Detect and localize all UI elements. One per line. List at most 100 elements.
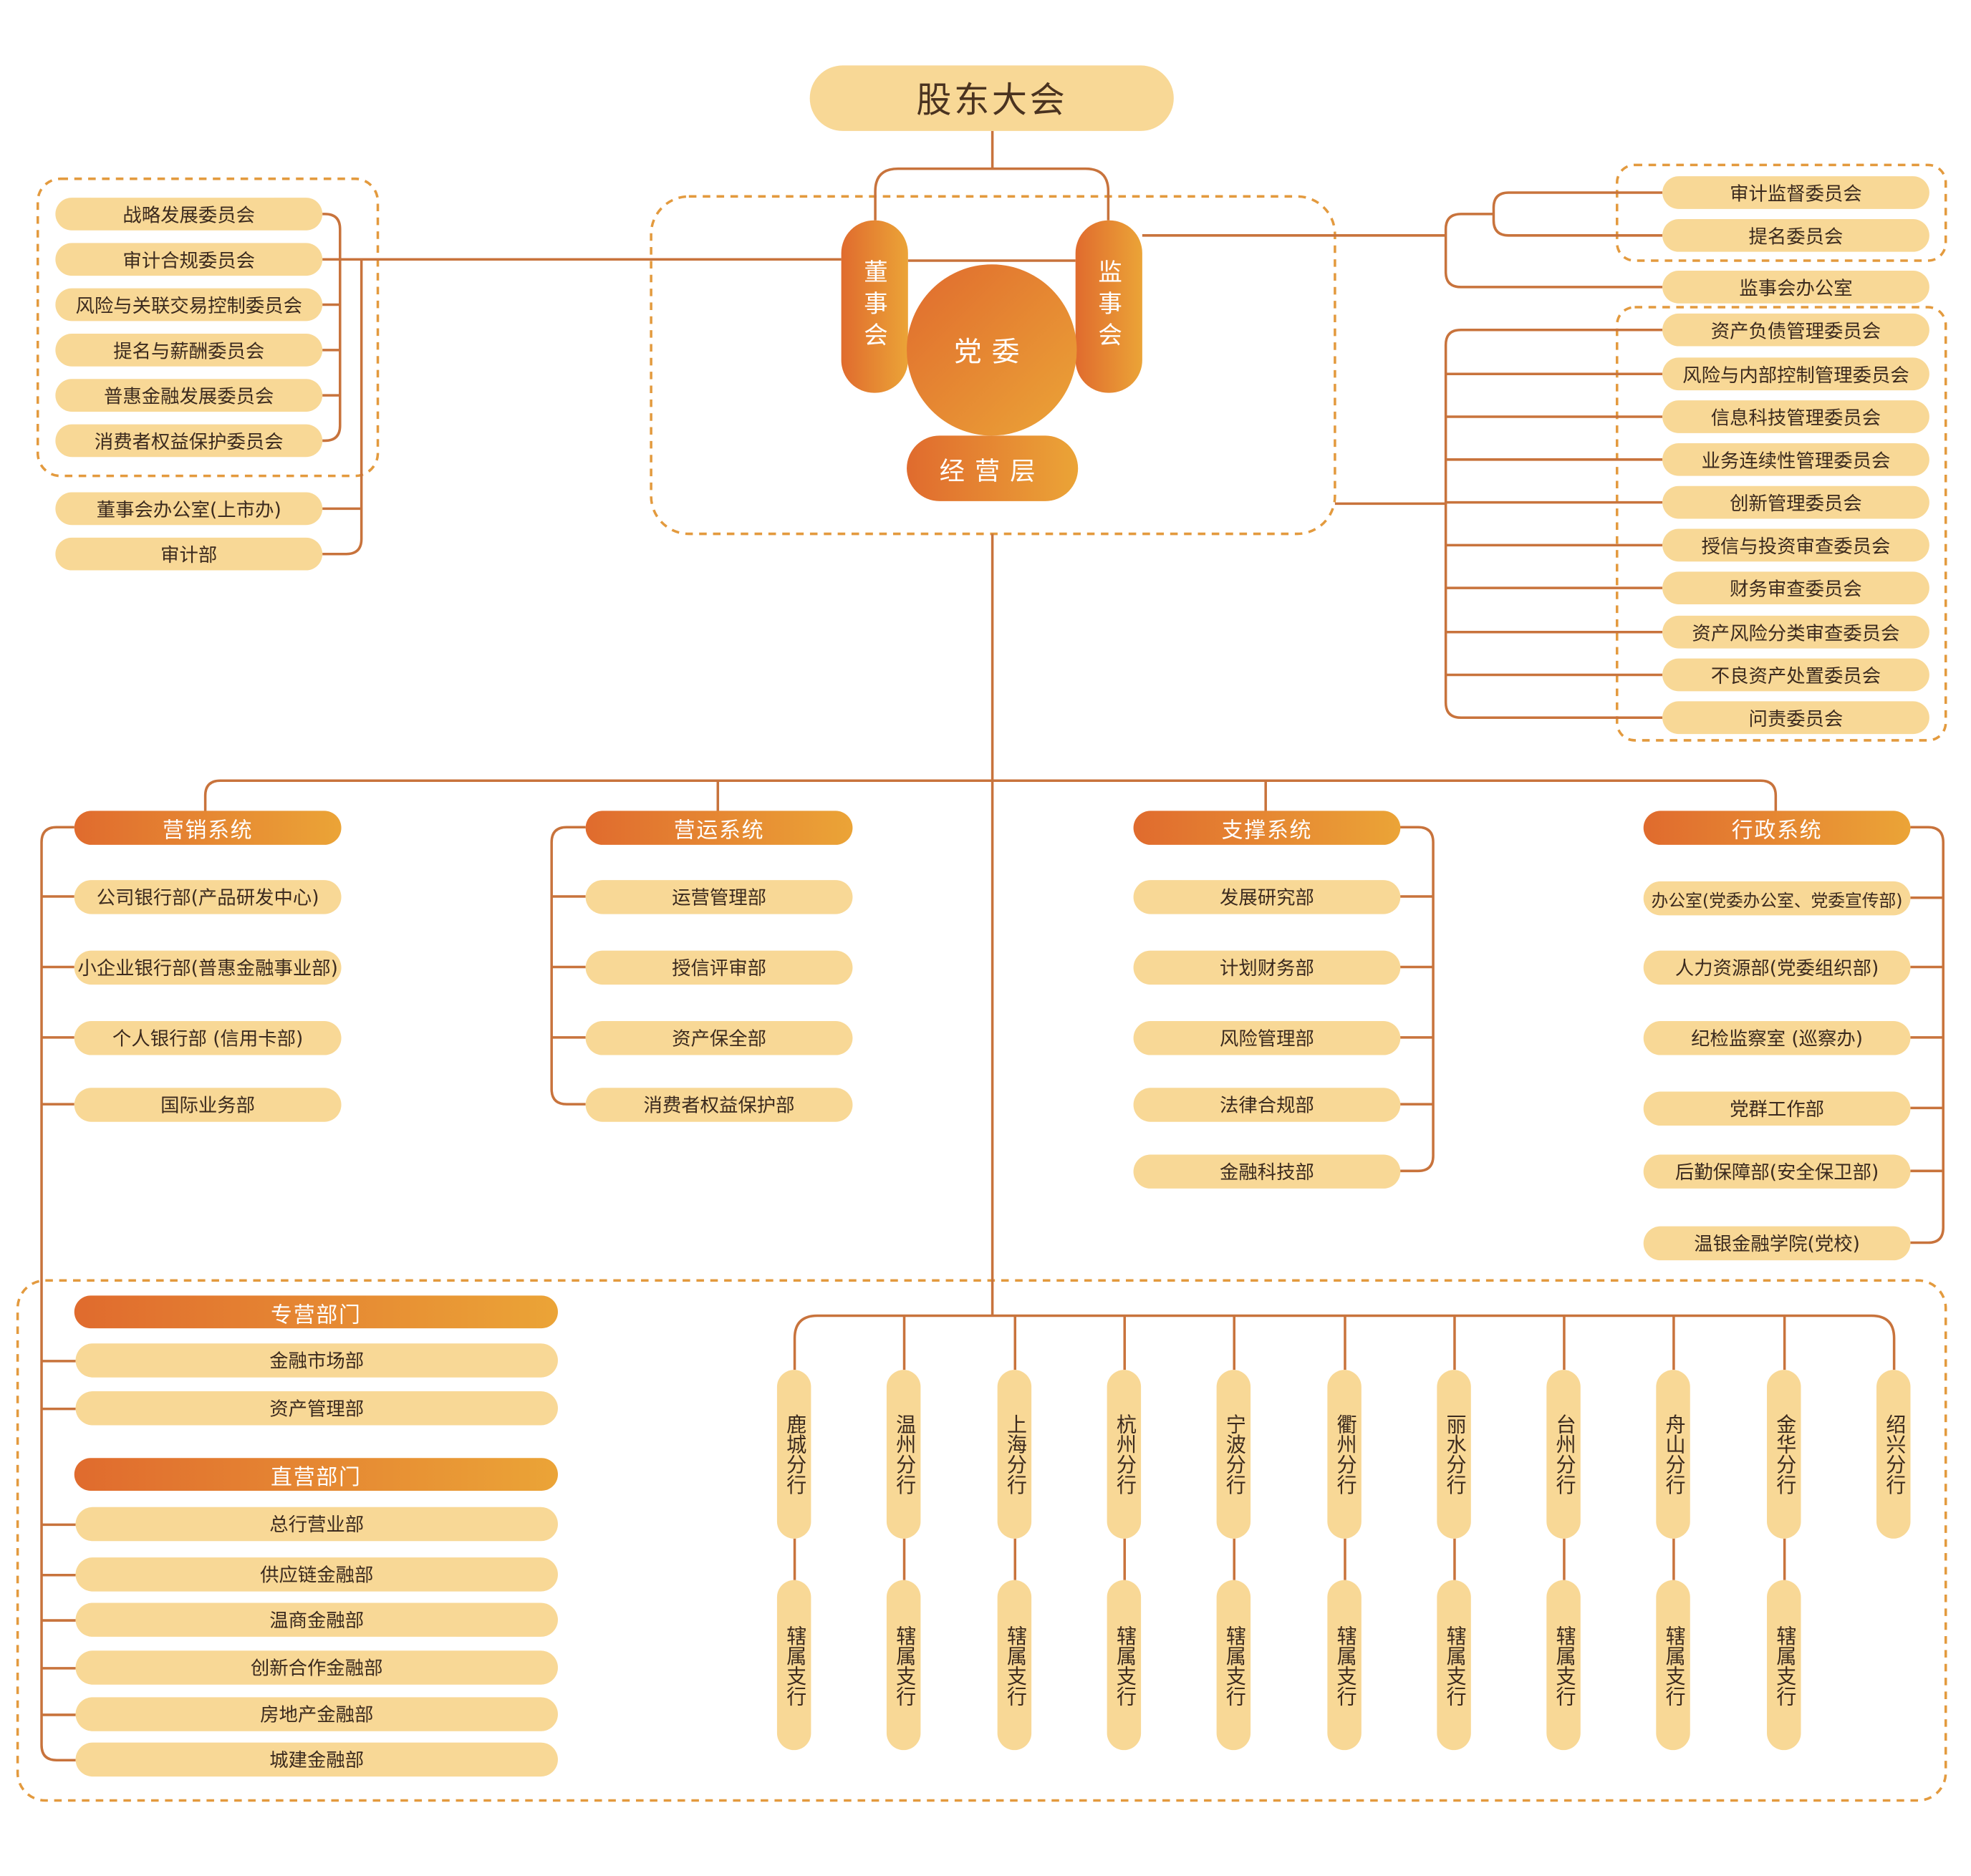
management-committee: 不良资产处置委员会 — [1662, 658, 1929, 692]
department-item: 授信评审部 — [585, 950, 853, 985]
connector-admin — [1910, 826, 1945, 1244]
direct-department: 创新合作金融部 — [75, 1650, 558, 1685]
sub-branch-label: 辖属支行 — [892, 1625, 917, 1706]
management-committee: 资产风险分类审查委员会 — [1662, 615, 1929, 649]
connector-system-bar — [203, 779, 1778, 813]
sub-branch: 辖属支行 — [776, 1580, 811, 1751]
branch-label: 杭州分行 — [1112, 1413, 1137, 1495]
sub-branch: 辖属支行 — [1767, 1580, 1801, 1751]
management-committee: 授信与投资审查委员会 — [1662, 528, 1929, 562]
direct-header: 直营部门 — [74, 1458, 558, 1491]
branch-label: 丽水分行 — [1442, 1413, 1467, 1495]
branch: 绍兴分行 — [1876, 1370, 1911, 1539]
branch: 金华分行 — [1767, 1370, 1801, 1539]
department-item: 后勤保障部(安全保卫部) — [1643, 1154, 1911, 1189]
department-item: 风险管理部 — [1133, 1021, 1401, 1055]
direct-department: 总行营业部 — [75, 1507, 558, 1542]
management-committee: 问责委员会 — [1662, 701, 1929, 735]
sub-branch-label: 辖属支行 — [1442, 1625, 1467, 1706]
department-item: 人力资源部(党委组织部) — [1643, 950, 1911, 985]
sub-branch: 辖属支行 — [886, 1580, 921, 1751]
sub-branch-label: 辖属支行 — [1003, 1625, 1027, 1706]
department-item: 温银金融学院(党校) — [1643, 1226, 1911, 1261]
branch: 丽水分行 — [1437, 1370, 1471, 1539]
connector-board-offices — [322, 258, 363, 556]
board-committee: 消费者权益保护委员会 — [55, 424, 323, 458]
direct-department: 温商金融部 — [75, 1602, 558, 1637]
department-item: 国际业务部 — [74, 1088, 342, 1122]
connector-arch — [874, 167, 1110, 221]
board-committee: 风险与关联交易控制委员会 — [55, 288, 323, 321]
party-committee: 党委 — [907, 264, 1077, 436]
connector-board-committees — [322, 213, 342, 443]
supervisors-label: 监事会 — [1094, 259, 1122, 354]
branch-label: 金华分行 — [1772, 1413, 1797, 1495]
sub-branch: 辖属支行 — [1546, 1580, 1581, 1751]
board-label: 董事会 — [859, 259, 888, 354]
board-committee: 提名与薪酬委员会 — [55, 333, 323, 367]
department-item: 发展研究部 — [1133, 880, 1401, 914]
board-committee: 战略发展委员会 — [55, 198, 323, 231]
direct-department: 供应链金融部 — [75, 1557, 558, 1592]
board-committee: 审计合规委员会 — [55, 243, 323, 276]
sub-branch-label: 辖属支行 — [1772, 1625, 1797, 1706]
supervisor-committee: 提名委员会 — [1662, 218, 1929, 252]
sub-branch: 辖属支行 — [1107, 1580, 1142, 1751]
shareholders-meeting: 股东大会 — [809, 65, 1174, 131]
sub-branch-label: 辖属支行 — [1552, 1625, 1576, 1706]
system-header-marketing: 营销系统 — [74, 811, 342, 845]
branch-label: 衢州分行 — [1333, 1413, 1357, 1495]
sub-branch: 辖属支行 — [1327, 1580, 1362, 1751]
sub-branch: 辖属支行 — [1656, 1580, 1690, 1751]
supervisor-committees-box — [1616, 163, 1947, 262]
management-layer: 经营层 — [907, 435, 1079, 501]
department-item: 个人银行部 (信用卡部) — [74, 1021, 342, 1055]
branch: 台州分行 — [1546, 1370, 1581, 1539]
sub-branch-label: 辖属支行 — [1333, 1625, 1357, 1706]
supervisor-committee: 审计监督委员会 — [1662, 176, 1929, 209]
sub-branch: 辖属支行 — [997, 1580, 1032, 1751]
department-item: 办公室(党委办公室、党委宣传部) — [1643, 881, 1911, 916]
sub-branch-label: 辖属支行 — [1222, 1625, 1246, 1706]
audit-department: 审计部 — [55, 537, 323, 571]
branch: 舟山分行 — [1656, 1370, 1690, 1539]
board-committees-box — [36, 177, 380, 478]
connector-sub-branches — [793, 1538, 1786, 1580]
branch: 衢州分行 — [1327, 1370, 1362, 1539]
board-of-supervisors: 监事会 — [1075, 220, 1142, 393]
sub-branch: 辖属支行 — [1216, 1580, 1251, 1751]
direct-department: 城建金融部 — [75, 1742, 558, 1777]
branch: 上海分行 — [997, 1370, 1032, 1539]
department-item: 法律合规部 — [1133, 1088, 1401, 1122]
branch: 温州分行 — [886, 1370, 921, 1539]
system-header-support: 支撑系统 — [1133, 811, 1401, 845]
connector-supervisor — [1142, 191, 1663, 289]
connector-support — [1399, 826, 1435, 1173]
department-item: 资产保全部 — [585, 1021, 853, 1055]
specialized-header: 专营部门 — [74, 1295, 558, 1329]
department-item: 金融科技部 — [1133, 1154, 1401, 1189]
connector-branch-bar — [793, 1314, 1896, 1370]
branch: 宁波分行 — [1216, 1370, 1251, 1539]
department-item: 计划财务部 — [1133, 950, 1401, 985]
branch-label: 鹿城分行 — [782, 1413, 807, 1495]
board-office: 董事会办公室(上市办) — [55, 492, 323, 526]
management-committee: 业务连续性管理委员会 — [1662, 443, 1929, 476]
branch-label: 舟山分行 — [1662, 1413, 1686, 1495]
sub-branch-label: 辖属支行 — [782, 1625, 807, 1706]
system-header-operations: 营运系统 — [585, 811, 853, 845]
sub-branch-label: 辖属支行 — [1662, 1625, 1686, 1706]
management-committee: 资产负债管理委员会 — [1662, 313, 1929, 347]
board-committee: 普惠金融发展委员会 — [55, 379, 323, 412]
branch: 杭州分行 — [1107, 1370, 1142, 1539]
branch-label: 台州分行 — [1552, 1413, 1576, 1495]
management-committee: 风险与内部控制管理委员会 — [1662, 357, 1929, 391]
management-committee: 创新管理委员会 — [1662, 485, 1929, 519]
branch-label: 温州分行 — [892, 1413, 917, 1495]
specialized-department: 金融市场部 — [75, 1343, 558, 1378]
department-item: 运营管理部 — [585, 880, 853, 914]
departments-branches-box — [16, 1279, 1947, 1802]
sub-branch: 辖属支行 — [1437, 1580, 1471, 1751]
